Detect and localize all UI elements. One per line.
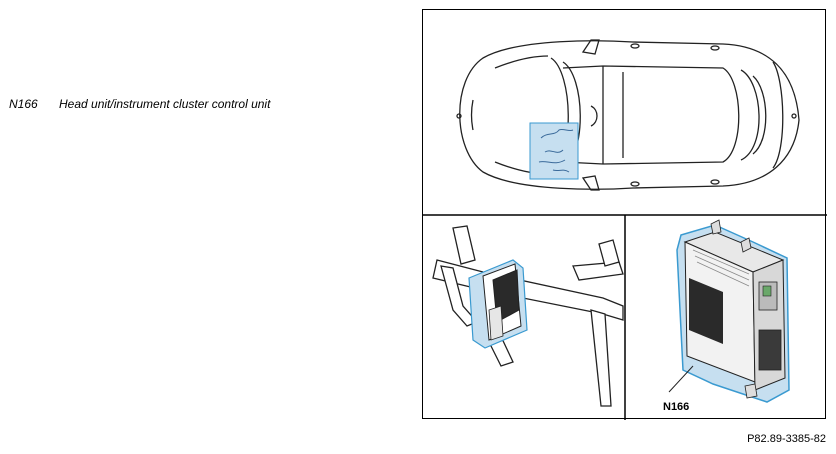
legend-code: N166 [9,97,38,111]
crossmember-view [432,225,624,407]
dashboard-sketch [538,128,574,173]
legend-description: Head unit/instrument cluster control uni… [59,97,271,111]
diagram-figure: N166 [422,9,827,420]
dashboard-highlight [529,122,579,180]
module-in-vehicle [468,259,528,349]
callout-label: N166 [663,401,689,413]
figure-reference: P82.89-3385-82 [747,433,826,445]
legend-entry: N166 Head unit/instrument cluster contro… [9,97,270,111]
callout-leader [668,365,694,393]
diagram-svg: N166 [423,39,827,420]
module-detail [676,219,790,403]
car-top-view [456,39,800,191]
